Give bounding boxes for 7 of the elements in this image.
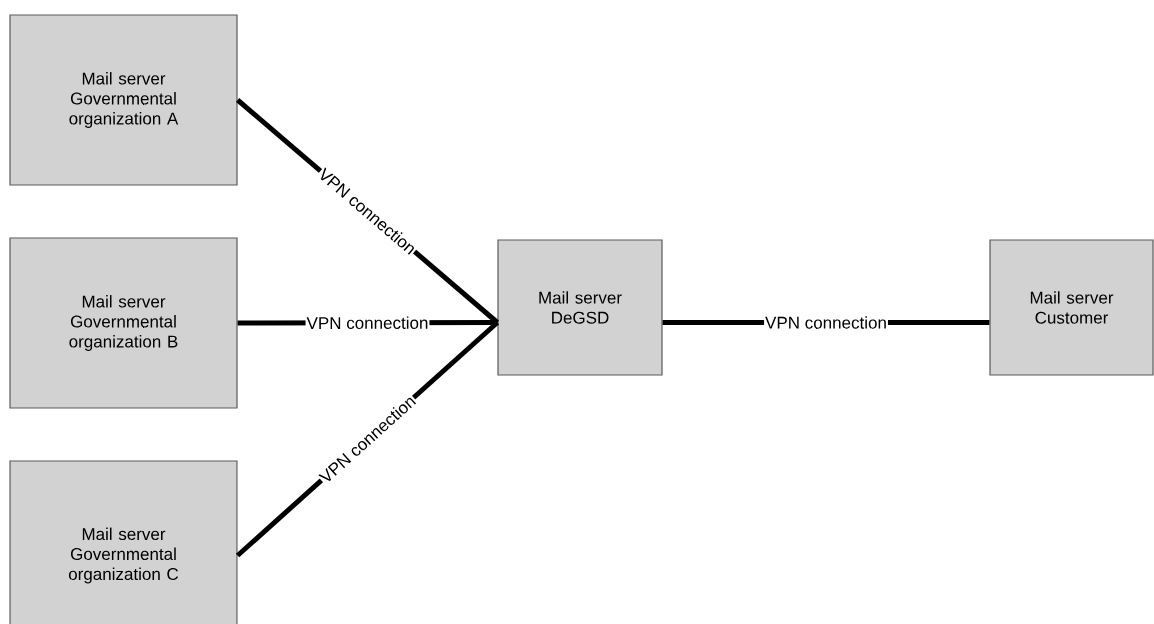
- server-box: Mail server DeGSD: [497, 239, 663, 376]
- server-box: Mail server Governmental organization B: [9, 237, 238, 409]
- server-box: Mail server Governmental organization A: [9, 14, 238, 186]
- edge-label: VPN connection: [764, 315, 888, 330]
- edge-label: VPN connection: [305, 315, 430, 331]
- server-box: Mail server Governmental organization C: [9, 460, 238, 624]
- server-box: Mail server Customer: [989, 239, 1154, 376]
